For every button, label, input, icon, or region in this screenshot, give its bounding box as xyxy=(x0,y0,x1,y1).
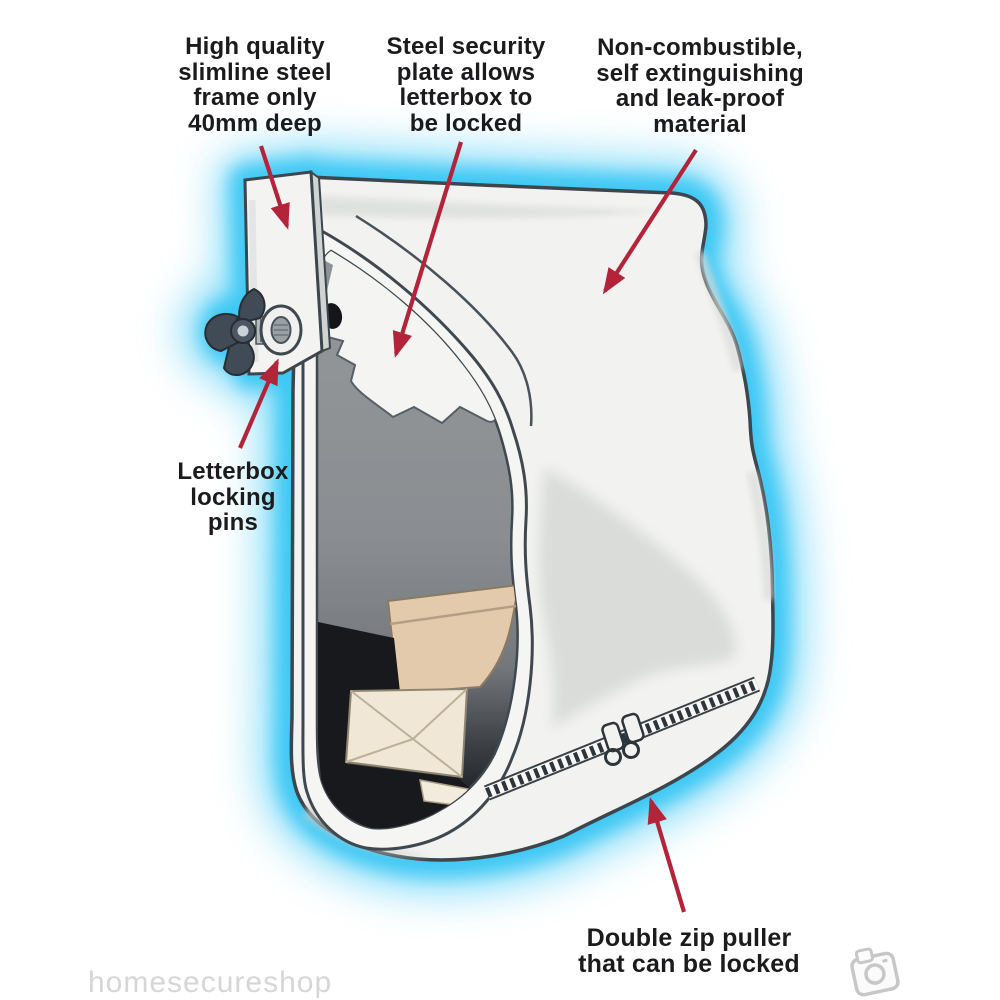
label-zip-puller: Double zip puller that can be locked xyxy=(578,924,800,978)
shop-watermark: homesecureshop xyxy=(88,966,333,999)
zip-puller-2 xyxy=(621,712,645,759)
bag-shading xyxy=(302,196,774,858)
arrow-frame xyxy=(259,145,290,230)
arrow-zip xyxy=(647,797,687,913)
label-material: Non-combustible, self extinguishing and … xyxy=(596,34,804,138)
wing-nut-hub-highlight xyxy=(237,325,249,337)
washer-thread-lines xyxy=(274,324,288,336)
envelope-tan-flap-line xyxy=(389,604,517,626)
arrow-plate xyxy=(392,141,464,358)
cavity-shadow xyxy=(318,622,472,829)
fabric-fold-line xyxy=(355,214,533,427)
locking-pin-assembly xyxy=(204,288,303,376)
label-steel-frame: High quality slimline steel frame only 4… xyxy=(178,33,332,137)
zipper xyxy=(484,676,761,801)
photo-stamp-icon xyxy=(850,947,900,997)
arrow-pins xyxy=(238,358,279,449)
arrow-material xyxy=(602,148,698,295)
zip-puller-1 xyxy=(601,721,625,766)
wing-nut xyxy=(204,288,266,376)
envelope-cream-creases xyxy=(345,688,468,778)
label-security-plate: Steel security plate allows letterbox to… xyxy=(386,33,546,137)
label-locking-pins: Letterbox locking pins xyxy=(177,458,289,536)
